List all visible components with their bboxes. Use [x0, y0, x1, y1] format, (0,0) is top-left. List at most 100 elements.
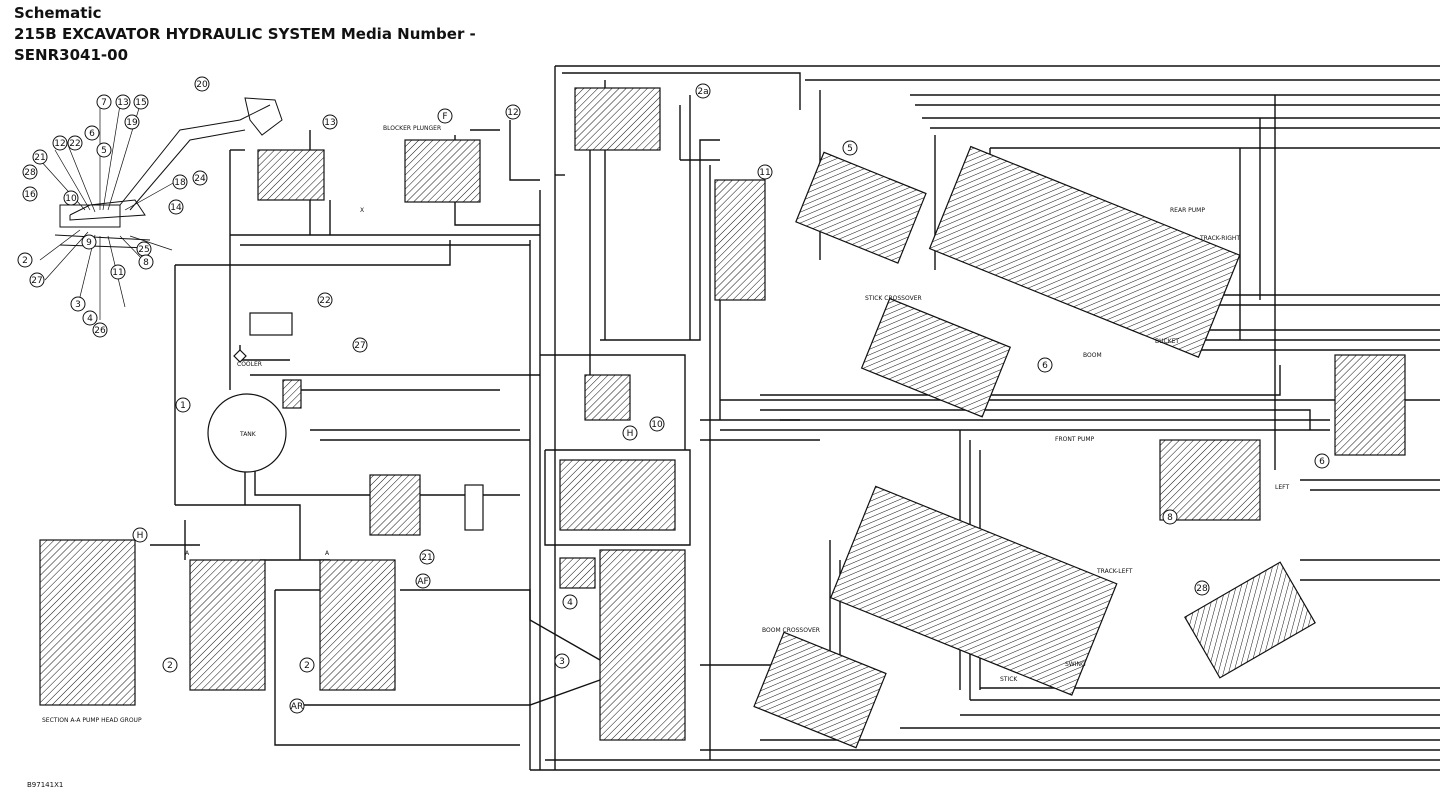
callout-11: 11 [110, 264, 126, 280]
callout-number: 28 [1196, 584, 1208, 594]
callout-number: 13 [324, 118, 335, 128]
callout-circle [133, 94, 149, 110]
callout-12: 12 [52, 135, 68, 151]
control-valve-stack-bottom [829, 485, 1118, 696]
header-title: Schematic [14, 4, 102, 22]
callout-number: 5 [101, 146, 107, 156]
callout-circle [84, 125, 100, 141]
callout-AF: AF [415, 573, 431, 589]
excavator-sketch [39, 97, 283, 320]
relief-valve-12 [257, 149, 325, 201]
callout-13: 13 [115, 94, 131, 110]
callout-22: 22 [317, 292, 333, 308]
callout-26: 26 [92, 322, 108, 338]
tank [207, 393, 287, 473]
callout-H: H [622, 425, 638, 441]
callout-number: 27 [31, 276, 42, 286]
callout-18: 18 [172, 174, 188, 190]
callout-number: 28 [24, 168, 36, 178]
callout-number: AR [291, 702, 303, 712]
cooler-label: COOLER [237, 361, 262, 368]
callout-21: 21 [419, 549, 435, 565]
rear-pump-label: REAR PUMP [1170, 207, 1205, 214]
document-id: B97141X1 [27, 781, 64, 789]
callout-circle [622, 425, 638, 441]
callout-circle [52, 135, 68, 151]
callout-number: 16 [24, 190, 36, 200]
callout-number: 21 [34, 153, 45, 163]
stick-crossover-label: STICK CROSSOVER [865, 295, 922, 302]
valve-h [559, 459, 676, 531]
callout-4: 4 [82, 310, 98, 326]
callout-8: 8 [138, 254, 154, 270]
callout-circle [1314, 453, 1330, 469]
callout-circle [757, 164, 773, 180]
valve-group-6 [1184, 561, 1316, 679]
x-marker: X [360, 207, 364, 214]
callout-number: 22 [319, 296, 330, 306]
callout-number: 15 [135, 98, 146, 108]
callout-circle [172, 174, 188, 190]
stick-label: STICK [1000, 676, 1018, 683]
callout-circle [96, 94, 112, 110]
callout-circle [352, 337, 368, 353]
callout-number: 6 [1319, 457, 1325, 467]
diagram-labels: TANK BLOCKER PLUNGER COOLER SECTION A-A … [42, 125, 1289, 724]
callout-number: 3 [75, 300, 81, 310]
callout-number: 8 [1167, 513, 1173, 523]
track-right-label: TRACK-RIGHT [1199, 235, 1240, 242]
callout-circle [63, 190, 79, 206]
callout-circle [124, 114, 140, 130]
callout-circle [842, 140, 858, 156]
callout-circle [419, 549, 435, 565]
callout-number: 2 [22, 256, 28, 266]
callout-AR: AR [289, 698, 305, 714]
valve-21 [369, 474, 421, 536]
callout-circle [81, 234, 97, 250]
callout-F: F [437, 108, 453, 124]
valve-10 [584, 374, 631, 421]
callout-22: 22 [67, 135, 83, 151]
callout-number: 12 [507, 108, 518, 118]
callout-number: 25 [138, 245, 149, 255]
callout-3: 3 [554, 653, 570, 669]
callout-circle [289, 698, 305, 714]
main-control-valve [599, 549, 686, 741]
left-label: LEFT [1275, 484, 1289, 491]
pump-left [189, 559, 266, 691]
callout-number: 4 [87, 314, 93, 324]
callout-number: 9 [86, 238, 92, 248]
callout-circle [110, 264, 126, 280]
valve-11 [714, 179, 766, 301]
callout-circle [92, 322, 108, 338]
blocker-valve-13 [404, 139, 481, 203]
callout-number: 20 [196, 80, 208, 90]
callout-24: 24 [192, 170, 208, 186]
callout-number: 11 [112, 268, 123, 278]
callout-2: 2 [299, 657, 315, 673]
callout-circle [415, 573, 431, 589]
callout-2: 2 [17, 252, 33, 268]
bucket-label: BUCKET [1155, 338, 1179, 345]
callout-number: 2a [697, 87, 708, 97]
callout-circle [70, 296, 86, 312]
callout-number: 2 [304, 661, 310, 671]
schematic-header: Schematic 215B EXCAVATOR HYDRAULIC SYSTE… [14, 3, 476, 66]
callout-10: 10 [649, 416, 665, 432]
callout-number: 18 [174, 178, 186, 188]
callout-9: 9 [81, 234, 97, 250]
callout-circle [22, 186, 38, 202]
callout-circle [649, 416, 665, 432]
callout-number: 10 [651, 420, 663, 430]
callout-number: 21 [421, 553, 432, 563]
callout-circle [32, 149, 48, 165]
control-valve-stack-top [928, 145, 1241, 358]
callout-number: 19 [126, 118, 138, 128]
callout-number: H [137, 531, 144, 541]
callout-circle [562, 594, 578, 610]
callout-circle [17, 252, 33, 268]
callout-number: 24 [194, 174, 206, 184]
callout-number: 2 [167, 661, 173, 671]
callout-circle [29, 272, 45, 288]
